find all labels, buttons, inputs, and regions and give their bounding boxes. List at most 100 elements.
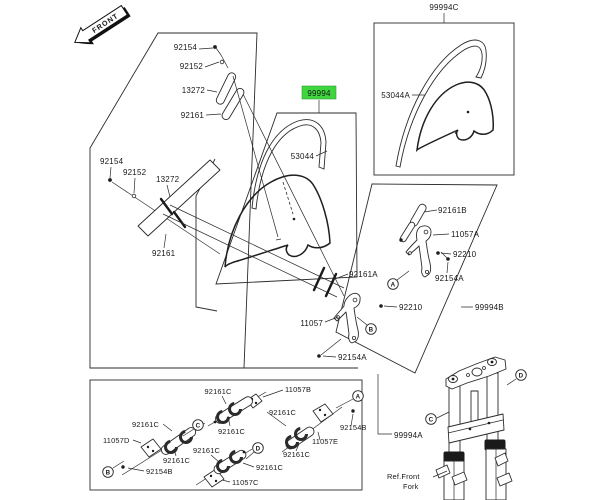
stay-pipe-13272 — [137, 159, 221, 237]
bracketA-hole-1 — [423, 229, 429, 235]
screw-92210-left — [379, 304, 383, 308]
windshield-53044-art — [224, 119, 331, 268]
windshield-53044A-art — [395, 39, 494, 168]
label-ref-front: Ref.Front — [387, 472, 420, 481]
clamp-92161C — [285, 435, 299, 449]
label-92161C-6: 92161C — [193, 446, 221, 455]
bolt-head-dot — [399, 238, 403, 242]
bracketA-hole-3 — [424, 269, 429, 274]
callout-A-box: A — [352, 390, 364, 402]
bracket-hole-3 — [351, 335, 356, 340]
label-92161C-2: 92161C — [269, 408, 297, 417]
holder-bolt — [151, 449, 155, 453]
clamp-assembly-C — [207, 391, 267, 427]
label-92154A-right: 92154A — [435, 274, 464, 283]
leaders-left-group — [109, 166, 171, 249]
leader-53044 — [315, 150, 328, 157]
bracket-hole-1 — [352, 297, 358, 303]
front-arrow-body — [74, 4, 129, 44]
washer-92152-top — [219, 59, 225, 65]
callout-C-box: C — [192, 419, 204, 431]
fork-right-inner-tube — [486, 372, 499, 446]
steering-stem-hole — [471, 367, 483, 377]
front-arrow-shadow — [78, 7, 131, 45]
hose-guide-tab — [435, 464, 451, 479]
holder-11057E — [312, 403, 334, 423]
callout-B-main: B — [365, 323, 377, 335]
leader-lines — [109, 13, 517, 483]
clamp-92161C — [228, 402, 242, 416]
bolt-dot — [242, 450, 246, 454]
holeA-dot-1 — [466, 110, 470, 114]
holder-bolt — [209, 474, 213, 478]
leaders-callout-main — [356, 270, 410, 326]
callout-C-fork: C — [425, 413, 437, 425]
clamp-92161C — [294, 427, 308, 441]
front-fork-art — [435, 356, 513, 500]
holeA-dot-2 — [455, 132, 457, 134]
label-92161B: 92161B — [438, 206, 467, 215]
label-13272-left: 13272 — [156, 175, 180, 184]
washer-92152-left — [131, 193, 137, 199]
trim-inner — [255, 124, 322, 210]
mount-tick — [275, 238, 282, 241]
label-92161-top: 92161 — [181, 111, 205, 120]
callout-letter: C — [429, 417, 434, 424]
upper-stay-assembly — [213, 45, 345, 297]
label-99994B: 99994B — [475, 303, 504, 312]
label-92161C-3: 92161C — [132, 420, 160, 429]
label-99994C: 99994C — [429, 3, 458, 12]
label-92154B-left: 92154B — [146, 467, 173, 476]
label-92161C-7: 92161C — [256, 463, 284, 472]
screw-92154A-lower — [317, 354, 321, 358]
holder-bolt — [254, 401, 258, 405]
screw-axis-line — [215, 47, 229, 69]
screw-92154-left — [108, 178, 112, 182]
screw-92210-right — [436, 251, 440, 255]
bracketA-hole-2 — [408, 251, 412, 255]
trimA-outer — [395, 39, 487, 167]
clamp-hole — [466, 373, 470, 377]
trimA-inner — [399, 45, 483, 168]
screw-92154A-right — [446, 257, 450, 261]
callout-D-fork: D — [515, 369, 527, 381]
label-92210-left: 92210 — [399, 303, 423, 312]
callout-D-box: D — [252, 442, 264, 454]
windshieldA-body — [415, 81, 494, 153]
windshield-body — [224, 174, 331, 268]
clamp-bolt — [468, 427, 472, 431]
leaders-bottom-box — [127, 389, 354, 483]
cap-bolt — [490, 360, 494, 364]
kit-99994B-panel — [335, 183, 498, 374]
stay-bracket-13272 — [215, 72, 237, 105]
fork-seal-left — [443, 451, 465, 463]
hose-guide-tab — [496, 472, 513, 487]
lower-stay-assembly — [108, 159, 345, 298]
projection-line-2 — [242, 93, 345, 297]
stay-rod-92161A — [162, 204, 345, 298]
label-92161C-4: 92161C — [218, 427, 246, 436]
holder-11057D — [140, 438, 162, 458]
fork-seal-right — [484, 439, 506, 451]
rod-hatch-marks-92161A — [312, 266, 338, 298]
label-92154A-lower: 92154A — [338, 353, 367, 362]
leaders-right-panel — [423, 209, 452, 274]
trimA-caps — [395, 76, 482, 168]
clamp-92161C — [179, 430, 193, 444]
highlight-box — [301, 85, 337, 100]
leaders-top-group — [198, 47, 222, 116]
leaders-fork — [432, 378, 517, 478]
screw-92154-top — [213, 45, 217, 49]
lower-clamp-edge — [447, 419, 504, 434]
screw-92154B-left — [121, 465, 125, 469]
label-11057D: 11057D — [103, 436, 130, 445]
bolt-dot — [213, 420, 217, 424]
callout-letter: B — [106, 470, 111, 477]
label-92161A: 92161A — [349, 270, 378, 279]
label-92154-top: 92154 — [174, 43, 198, 52]
bracket-11057-art — [317, 292, 383, 358]
mount-point-dot — [292, 217, 296, 221]
holder-bolt — [323, 413, 327, 417]
windshield-kit-box — [215, 112, 358, 285]
